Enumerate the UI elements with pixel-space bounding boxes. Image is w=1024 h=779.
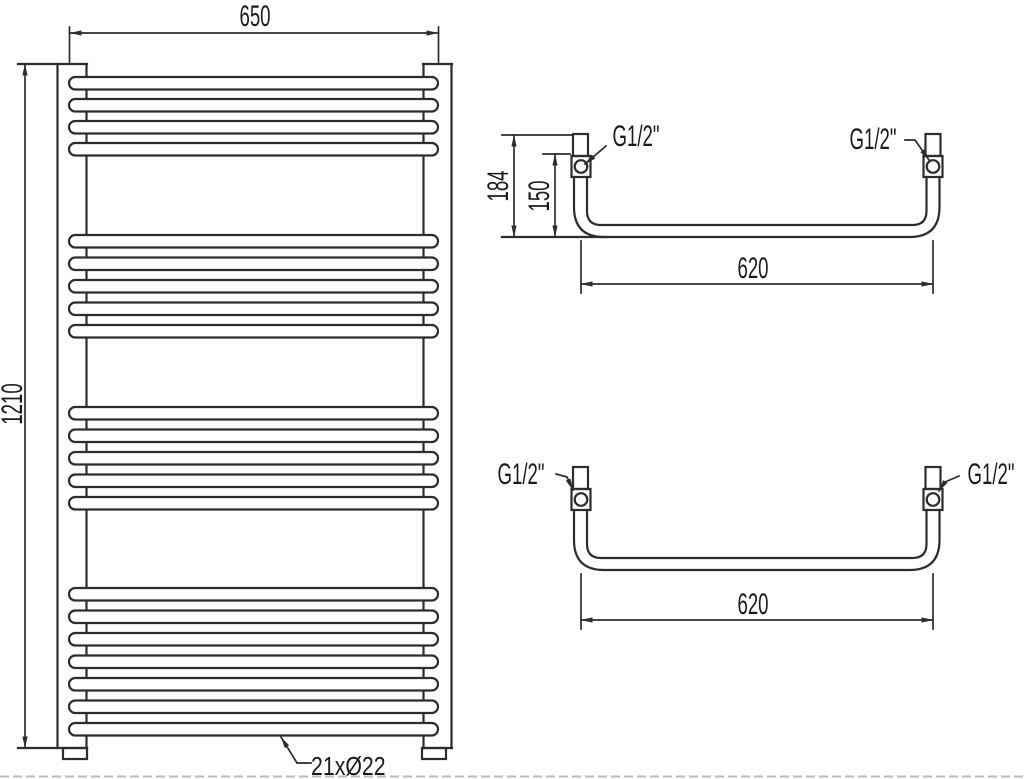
- rung-tube: [67, 233, 440, 249]
- right-valve: [922, 465, 944, 512]
- rung-tube: [67, 473, 440, 489]
- connection-view-bottom: G1/2" G1/2" 620: [498, 458, 1015, 630]
- right-foot: [420, 746, 448, 761]
- thread-right-text: G1/2": [850, 123, 897, 157]
- spacing-dimension-bottom: 620: [580, 573, 934, 630]
- rung-tube: [67, 699, 440, 715]
- rung-spec-label: 21xØ22: [311, 752, 386, 779]
- right-spigot: [924, 465, 942, 491]
- height-dimension: 1210: [0, 63, 29, 749]
- thread-label-right: G1/2": [937, 458, 1015, 493]
- rung-tube: [67, 654, 440, 670]
- width-dimension-label: 650: [239, 0, 270, 33]
- height-dimension-label: 1210: [0, 383, 29, 424]
- rung-tube: [67, 428, 440, 444]
- rung-tube: [67, 405, 440, 421]
- rung-tube: [67, 609, 440, 625]
- depth-dimension-184: 184: [482, 134, 573, 238]
- left-valve: [570, 132, 592, 179]
- left-valve: [570, 465, 592, 512]
- width-dimension: 650: [68, 0, 440, 63]
- rung-tube: [67, 586, 440, 602]
- rung-tube: [67, 75, 440, 91]
- depth-dimension-150: 150: [523, 153, 571, 238]
- right-valve-port: [925, 492, 941, 507]
- rung-tube: [67, 450, 440, 466]
- left-foot: [61, 746, 89, 761]
- connection-view-top: G1/2" G1/2" 184 150 620: [482, 120, 944, 294]
- rung-spec-callout: 21xØ22: [279, 735, 386, 779]
- spacing-top-text: 620: [737, 252, 768, 286]
- spacing-dimension-top: 620: [580, 240, 934, 294]
- left-valve-port: [573, 492, 589, 507]
- u-tube: [500, 175, 941, 239]
- rung-tube: [67, 141, 440, 157]
- rung-tube: [67, 97, 440, 113]
- rung-tube: [67, 119, 440, 135]
- rung-tube: [67, 631, 440, 647]
- right-spigot: [924, 132, 942, 158]
- spacing-bottom-text: 620: [737, 588, 768, 622]
- right-valve: [922, 132, 944, 179]
- rung-tube: [67, 301, 440, 317]
- right-valve-port: [925, 159, 941, 174]
- front-view: 650 1210 21xØ22: [0, 0, 454, 779]
- left-spigot: [571, 132, 590, 158]
- rung-tube: [67, 278, 440, 294]
- u-tube: [572, 508, 941, 572]
- thread-left-text: G1/2": [498, 458, 545, 492]
- rung-tube: [67, 676, 440, 692]
- depth-184-text: 184: [482, 170, 516, 201]
- thread-right-text: G1/2": [968, 458, 1015, 492]
- depth-150-text: 150: [523, 180, 557, 211]
- rung-tube: [67, 495, 440, 511]
- left-spigot: [571, 465, 590, 491]
- thread-label-left: G1/2": [583, 120, 660, 166]
- left-valve-port: [573, 159, 589, 174]
- rung-tubes: [67, 75, 440, 737]
- rung-tube: [67, 323, 440, 339]
- thread-label-left: G1/2": [498, 458, 575, 492]
- rung-tube: [67, 721, 440, 737]
- thread-label-right: G1/2": [850, 123, 931, 162]
- thread-left-text: G1/2": [613, 120, 660, 154]
- rung-tube: [67, 256, 440, 272]
